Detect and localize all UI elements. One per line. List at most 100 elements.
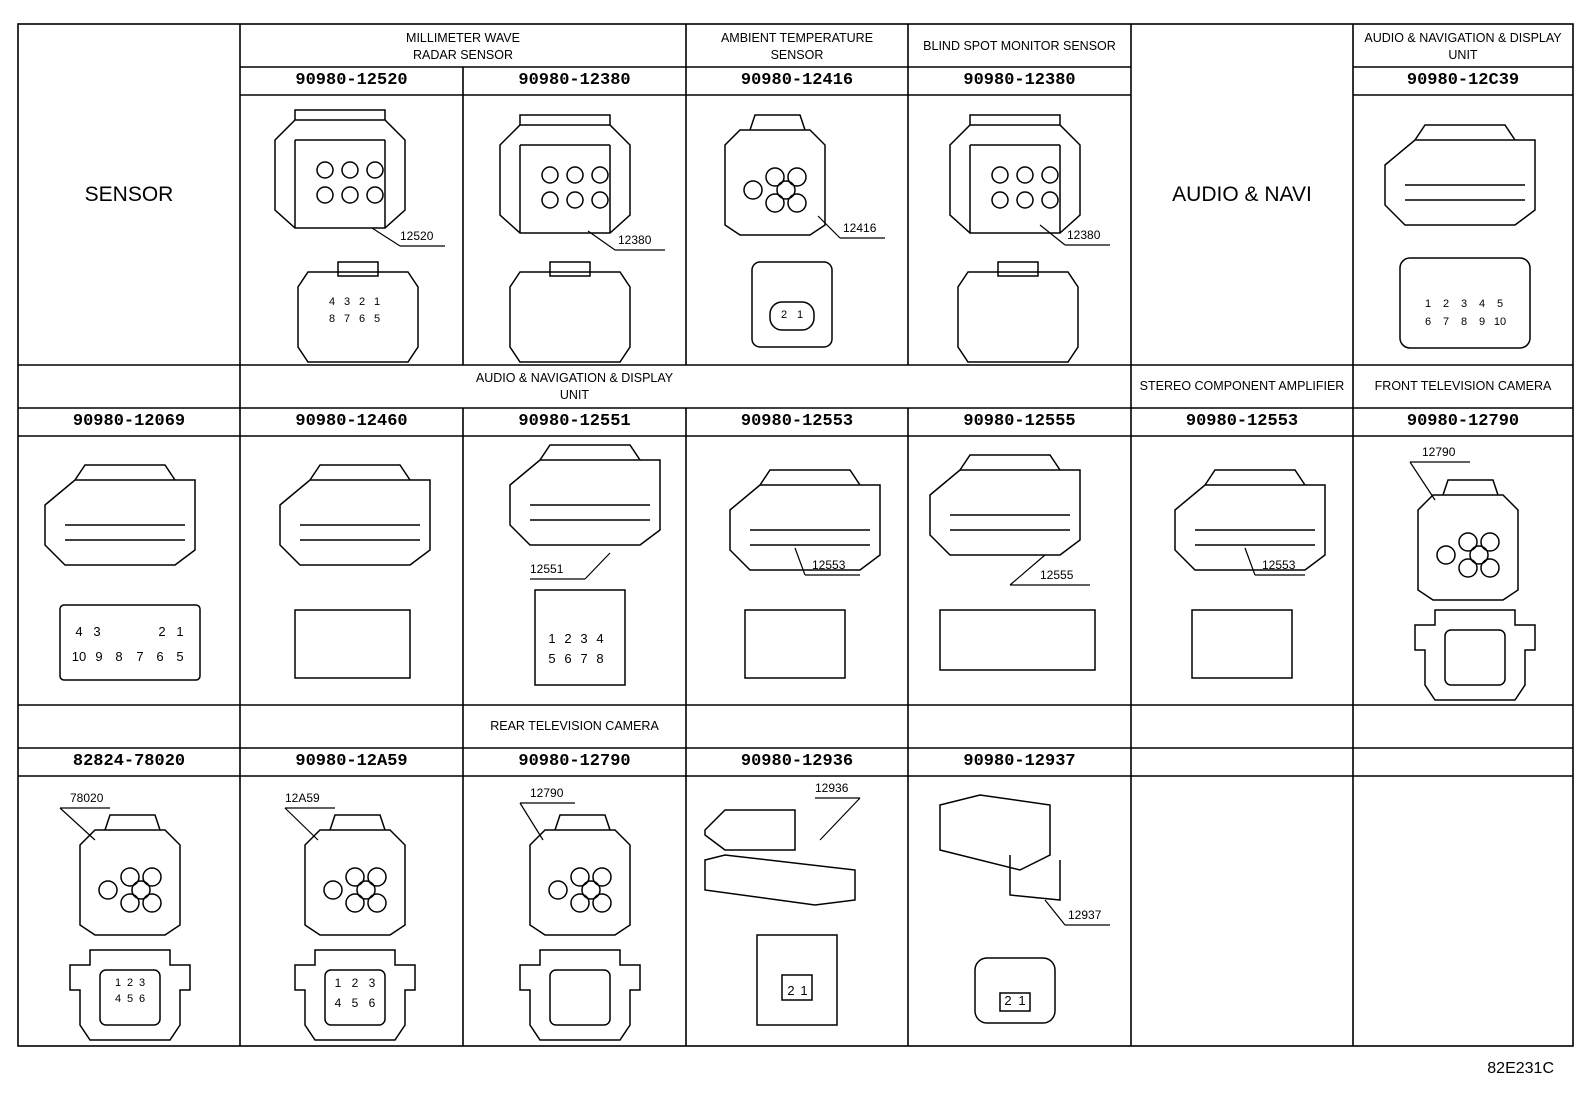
pin-number: 6 bbox=[564, 651, 571, 666]
pin-number: 2 bbox=[1443, 298, 1449, 310]
pin-number: 1 bbox=[176, 624, 183, 639]
callout-12520: 12520 bbox=[400, 229, 434, 243]
pin-number: 7 bbox=[344, 313, 350, 325]
callout-12380-b: 12380 bbox=[1067, 228, 1101, 242]
connector-12520-illustration bbox=[274, 109, 406, 229]
connector-12790-front-face bbox=[1414, 609, 1536, 701]
connector-12790-rear-face bbox=[519, 949, 641, 1041]
pin-number: 4 bbox=[596, 631, 603, 646]
connector-12936-illustration bbox=[704, 809, 856, 906]
connector-12380b-face bbox=[957, 261, 1079, 363]
connector-12069-illustration bbox=[44, 464, 196, 566]
header-rear-tv-camera: REAR TELEVISION CAMERA bbox=[490, 719, 659, 733]
pin-number: 1 bbox=[1018, 993, 1025, 1008]
callout-12936: 12936 bbox=[815, 781, 849, 795]
pin-number: 8 bbox=[1461, 316, 1467, 328]
connector-12551-illustration bbox=[509, 444, 661, 546]
connector-12520-face bbox=[297, 261, 419, 363]
pin-number: 6 bbox=[156, 649, 163, 664]
figure-code: 82E231C bbox=[1487, 1060, 1554, 1077]
pin-number: 2 bbox=[158, 624, 165, 639]
callout-12553-a: 12553 bbox=[812, 558, 846, 572]
pin-number: 2 bbox=[787, 983, 794, 998]
connector-12380a-illustration bbox=[499, 114, 631, 234]
part-number-78020: 82824-78020 bbox=[72, 752, 186, 771]
part-number-12460: 90980-12460 bbox=[295, 412, 408, 431]
callout-12380-a: 12380 bbox=[618, 233, 652, 247]
callout-12937: 12937 bbox=[1068, 908, 1102, 922]
callout-12790-rear: 12790 bbox=[530, 786, 564, 800]
pin-number: 5 bbox=[374, 313, 380, 325]
connector-12380a-face bbox=[509, 261, 631, 363]
part-number-12069: 90980-12069 bbox=[72, 412, 186, 431]
pin-number: 7 bbox=[1443, 316, 1449, 328]
connector-12553a-illustration bbox=[729, 469, 881, 571]
callout-12553-b: 12553 bbox=[1262, 558, 1296, 572]
pin-number: 2 bbox=[352, 976, 359, 990]
pin-number: 1 bbox=[548, 631, 555, 646]
part-number-12380-b: 90980-12380 bbox=[963, 71, 1076, 90]
pin-number: 1 bbox=[1425, 298, 1431, 310]
part-number-12A59: 90980-12A59 bbox=[295, 752, 408, 771]
pin-number: 5 bbox=[1497, 298, 1503, 310]
connector-12555-illustration bbox=[929, 454, 1081, 556]
header-blind-spot-monitor: BLIND SPOT MONITOR SENSOR bbox=[923, 39, 1116, 53]
callout-12555: 12555 bbox=[1040, 568, 1074, 582]
pin-number: 8 bbox=[596, 651, 603, 666]
pin-number: 7 bbox=[136, 649, 143, 664]
pin-number: 3 bbox=[93, 624, 100, 639]
connector-12460-face bbox=[294, 609, 411, 679]
connector-12553a-face bbox=[744, 609, 846, 679]
connector-12069-face bbox=[59, 604, 201, 681]
connector-78020-illustration bbox=[79, 814, 181, 936]
header-ambient-temperature: AMBIENT TEMPERATURE SENSOR bbox=[720, 31, 874, 62]
pin-number: 3 bbox=[139, 977, 145, 989]
pin-number: 10 bbox=[1494, 316, 1506, 328]
pin-number: 9 bbox=[1479, 316, 1485, 328]
part-number-12936: 90980-12936 bbox=[740, 752, 854, 771]
pin-number: 8 bbox=[329, 313, 335, 325]
part-number-12790-front: 90980-12790 bbox=[1406, 412, 1520, 431]
part-number-12790-rear: 90980-12790 bbox=[518, 752, 631, 771]
pin-number: 7 bbox=[580, 651, 587, 666]
pin-number: 8 bbox=[115, 649, 122, 664]
callout-12416: 12416 bbox=[843, 221, 877, 235]
pin-number: 2 bbox=[127, 977, 133, 989]
connector-12416-face bbox=[751, 261, 833, 348]
connector-12553b-face bbox=[1191, 609, 1293, 679]
part-number-12553-b: 90980-12553 bbox=[1185, 412, 1299, 431]
pin-number: 3 bbox=[344, 296, 350, 308]
pin-number: 4 bbox=[329, 296, 335, 308]
header-millimeter-wave-radar: MILLIMETER WAVE RADAR SENSOR bbox=[406, 31, 520, 62]
callout-12790-front: 12790 bbox=[1422, 445, 1456, 459]
connector-12937-illustration bbox=[939, 794, 1061, 901]
pin-number: 1 bbox=[800, 983, 807, 998]
part-number-12416: 90980-12416 bbox=[740, 71, 854, 90]
pin-number: 3 bbox=[580, 631, 587, 646]
pin-number: 4 bbox=[1479, 298, 1485, 310]
pin-number: 9 bbox=[95, 649, 102, 664]
connector-12553b-illustration bbox=[1174, 469, 1326, 571]
part-number-12C39: 90980-12C39 bbox=[1406, 71, 1520, 90]
part-number-12380-a: 90980-12380 bbox=[518, 71, 631, 90]
pin-number: 4 bbox=[75, 624, 82, 639]
part-number-12937: 90980-12937 bbox=[963, 752, 1076, 771]
connector-12C39-face bbox=[1399, 257, 1531, 349]
pin-number: 1 bbox=[797, 309, 803, 321]
connector-12A59-face bbox=[294, 949, 416, 1041]
connector-12936-face bbox=[756, 934, 838, 1026]
pin-number: 1 bbox=[335, 976, 342, 990]
connector-12460-illustration bbox=[279, 464, 431, 566]
callout-12A59: 12A59 bbox=[285, 791, 320, 805]
pin-number: 2 bbox=[1004, 993, 1011, 1008]
pin-number: 1 bbox=[374, 296, 380, 308]
part-number-12520: 90980-12520 bbox=[295, 71, 408, 90]
section-sensor: SENSOR bbox=[84, 183, 174, 206]
